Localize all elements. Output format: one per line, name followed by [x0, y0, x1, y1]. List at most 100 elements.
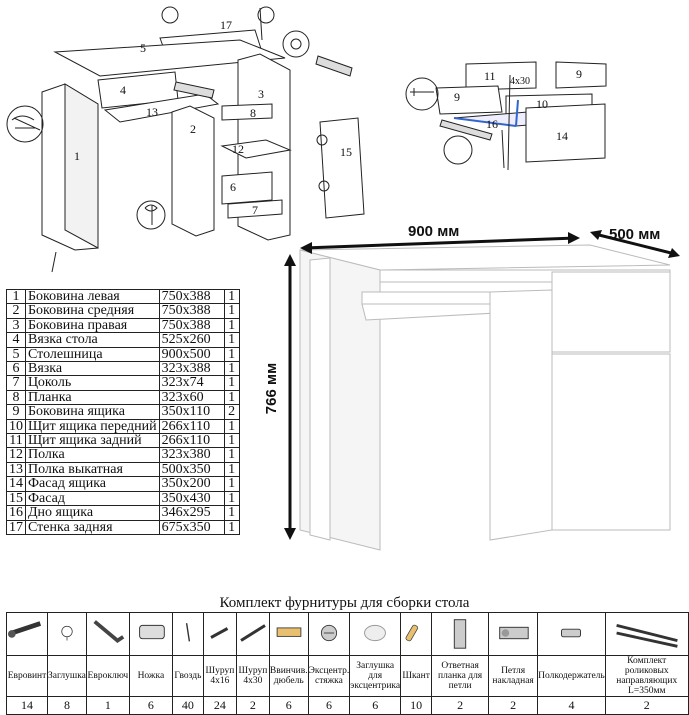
cam-lock-icon — [307, 612, 351, 656]
part-label: 9 — [454, 90, 460, 104]
screw-callout: 4x30 — [510, 76, 530, 87]
part-label: 13 — [146, 105, 158, 119]
hardware-qty: 24 — [202, 696, 237, 715]
cap-icon — [47, 612, 87, 656]
hardware-name: Полкодержатель — [537, 655, 606, 697]
hardware-qty: 6 — [268, 696, 309, 715]
hardware-qty: 1 — [85, 696, 130, 715]
hardware-name: Шуруп 4x16 — [202, 655, 237, 697]
parts-cell-name: Цоколь — [25, 375, 160, 391]
hardware-name: Комплект роликовых направляющих L=350мм — [604, 655, 689, 697]
parts-cell-dim: 750x388 — [158, 288, 225, 305]
hardware-qty: 10 — [400, 696, 433, 715]
height-label: 766 мм — [263, 362, 281, 415]
hardware-qty: 6 — [349, 696, 402, 715]
part-label: 10 — [536, 97, 548, 111]
hardware-name: Евровинт — [6, 655, 48, 697]
parts-cell-qty: 1 — [223, 361, 240, 377]
parts-cell-name: Стенка задняя — [25, 519, 160, 535]
hardware-name: Гвоздь — [171, 655, 204, 697]
parts-cell-dim: 323x388 — [158, 361, 225, 377]
hardware-qty: 2 — [431, 696, 490, 715]
desk-dimension-drawing — [284, 230, 680, 551]
parts-cell-n: 14 — [6, 476, 26, 492]
parts-cell-n: 1 — [6, 288, 26, 305]
parts-cell-name: Фасад — [25, 490, 160, 507]
parts-cell-qty: 1 — [223, 332, 240, 348]
part-label: 1 — [74, 149, 80, 163]
hardware-title: Комплект фурнитуры для сборки стола — [219, 595, 470, 611]
part-label: 17 — [220, 18, 232, 32]
parts-cell-name: Щит ящика передний — [25, 418, 160, 435]
hardware-qty: 2 — [604, 696, 689, 715]
parts-cell-name: Боковина средняя — [25, 303, 160, 319]
eurobolt-icon — [6, 612, 48, 656]
parts-cell-name: Вязка — [25, 361, 160, 377]
parts-cell-dim: 675x350 — [158, 519, 225, 535]
cam-cap-icon — [349, 612, 402, 656]
hardware-qty: 40 — [171, 696, 204, 715]
nail-icon — [171, 612, 204, 656]
parts-cell-qty: 2 — [223, 404, 240, 420]
parts-cell-n: 12 — [6, 447, 26, 463]
parts-cell-dim: 750x388 — [158, 317, 225, 334]
parts-cell-dim: 900x500 — [158, 346, 225, 363]
hinge-plate-icon — [431, 612, 490, 656]
part-label: 7 — [252, 203, 258, 217]
parts-cell-dim: 323x74 — [158, 375, 225, 391]
part-label: 11 — [484, 69, 496, 83]
parts-cell-name: Вязка стола — [25, 332, 160, 348]
parts-cell-name: Щит ящика задний — [25, 433, 160, 449]
parts-cell-n: 8 — [6, 389, 26, 406]
parts-cell-name: Боковина правая — [25, 317, 160, 334]
parts-cell-dim: 266x110 — [158, 418, 225, 435]
hardware-qty: 6 — [128, 696, 173, 715]
parts-cell-qty: 1 — [223, 461, 240, 478]
parts-cell-n: 7 — [6, 375, 26, 391]
parts-cell-n: 11 — [6, 433, 26, 449]
part-label: 12 — [232, 142, 244, 156]
foot-icon — [128, 612, 173, 656]
parts-cell-qty: 1 — [223, 303, 240, 319]
hardware-name: Шуруп 4x30 — [235, 655, 270, 697]
parts-cell-name: Боковина ящика — [25, 404, 160, 420]
parts-cell-qty: 1 — [223, 447, 240, 463]
shelf-pin-icon — [537, 612, 606, 656]
parts-cell-dim: 350x110 — [158, 404, 225, 420]
parts-cell-name: Дно ящика — [25, 505, 160, 521]
parts-cell-name: Полка — [25, 447, 160, 463]
parts-cell-dim: 500x350 — [158, 461, 225, 478]
parts-cell-dim: 750x388 — [158, 303, 225, 319]
parts-cell-qty: 1 — [223, 433, 240, 449]
hardware-qty: 14 — [6, 696, 48, 715]
parts-cell-n: 6 — [6, 361, 26, 377]
parts-cell-dim: 323x60 — [158, 389, 225, 406]
parts-cell-qty: 1 — [223, 490, 240, 507]
dowel-icon — [268, 612, 309, 656]
part-label: 3 — [258, 87, 264, 101]
parts-cell-dim: 323x380 — [158, 447, 225, 463]
parts-cell-n: 13 — [6, 461, 26, 478]
part-label: 15 — [340, 145, 352, 159]
parts-cell-qty: 1 — [223, 418, 240, 435]
part-label: 5 — [140, 41, 146, 55]
part-label: 8 — [250, 106, 256, 120]
parts-cell-qty: 1 — [223, 317, 240, 334]
parts-cell-dim: 346x295 — [158, 505, 225, 521]
parts-cell-qty: 1 — [223, 389, 240, 406]
parts-cell-qty: 1 — [223, 505, 240, 521]
screw-short-icon — [202, 612, 237, 656]
hardware-name: Заглушка — [47, 655, 87, 697]
part-label: 6 — [230, 180, 236, 194]
hardware-name: Ответная планка для петли — [431, 655, 490, 697]
parts-cell-name: Планка — [25, 389, 160, 406]
